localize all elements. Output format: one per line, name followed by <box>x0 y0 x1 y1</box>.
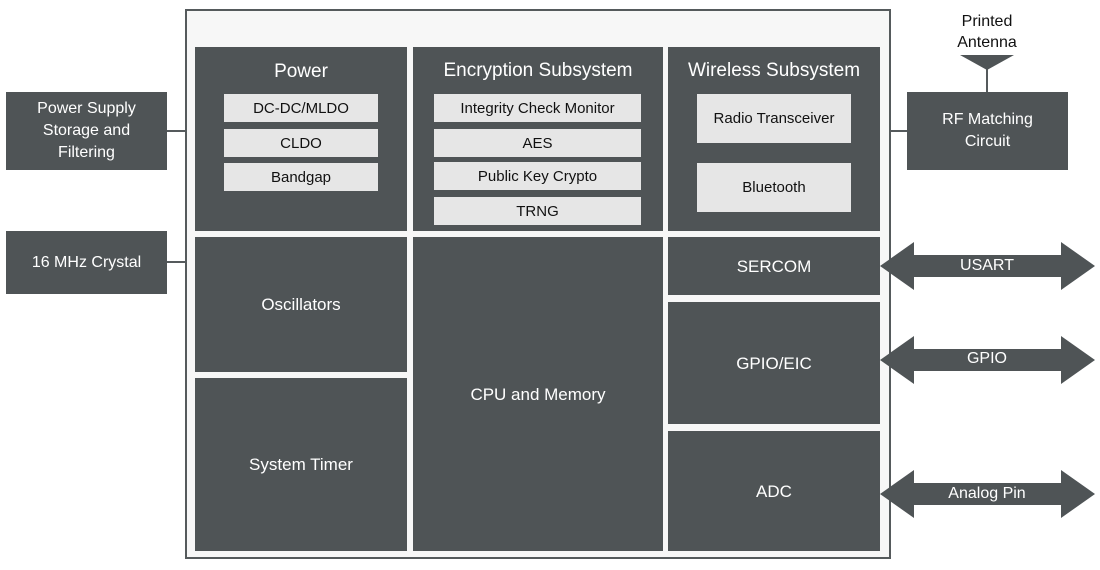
system-timer-label: System Timer <box>249 455 353 474</box>
oscillators-block: Oscillators <box>195 237 407 372</box>
usart-label: USART <box>960 257 1014 274</box>
rf-matching-label: RF Matching Circuit <box>942 111 1033 150</box>
gpio-label: GPIO <box>966 350 1007 367</box>
power-supply-connector <box>167 130 195 132</box>
gpio-eic-block: GPIO/EIC <box>668 302 880 424</box>
adc-label: ADC <box>756 481 792 501</box>
analog-arrow-icon <box>880 470 1095 518</box>
crystal-block: 16 MHz Crystal <box>6 231 167 294</box>
power-supply-block: Power Supply Storage and Filtering <box>6 92 167 170</box>
gpio-eic-label: GPIO/EIC <box>736 353 812 373</box>
power-supply-label: Power Supply Storage and Filtering <box>37 100 136 161</box>
power-title: Power <box>274 61 328 82</box>
system-timer-block: System Timer <box>195 378 407 551</box>
wireless-block: Wireless Subsystem Radio Transceiver Blu… <box>668 47 880 231</box>
power-item: Bandgap <box>224 163 378 191</box>
wireless-item: Radio Transceiver <box>697 94 851 143</box>
rf-connector <box>880 130 907 132</box>
power-item: DC-DC/MLDO <box>224 94 378 122</box>
rf-matching-block: RF Matching Circuit <box>907 92 1068 170</box>
encryption-item: TRNG <box>434 197 641 225</box>
adc-block: ADC <box>668 431 880 551</box>
power-item: CLDO <box>224 129 378 157</box>
cpu-memory-label: CPU and Memory <box>470 384 606 404</box>
sercom-block: SERCOM <box>668 237 880 295</box>
usart-arrow-icon <box>880 242 1095 290</box>
antenna-icon <box>960 55 1014 70</box>
analog-pin-label: Analog Pin <box>948 485 1026 502</box>
cpu-memory-block: CPU and Memory <box>413 237 663 551</box>
power-block: Power DC-DC/MLDO CLDO Bandgap <box>195 47 407 231</box>
wireless-title: Wireless Subsystem <box>687 60 861 81</box>
encryption-item: AES <box>434 129 641 157</box>
antenna-label: Printed Antenna <box>957 13 1017 51</box>
encryption-item: Public Key Crypto <box>434 162 641 190</box>
oscillators-label: Oscillators <box>261 295 341 314</box>
encryption-item: Integrity Check Monitor <box>434 94 641 122</box>
antenna-connector <box>986 66 988 92</box>
sercom-label: SERCOM <box>736 256 812 276</box>
gpio-arrow-icon <box>880 336 1095 384</box>
crystal-connector <box>167 261 195 263</box>
crystal-label: 16 MHz Crystal <box>31 253 142 271</box>
encryption-block: Encryption Subsystem Integrity Check Mon… <box>413 47 663 231</box>
encryption-title: Encryption Subsystem <box>443 60 633 81</box>
wireless-item: Bluetooth <box>697 163 851 212</box>
